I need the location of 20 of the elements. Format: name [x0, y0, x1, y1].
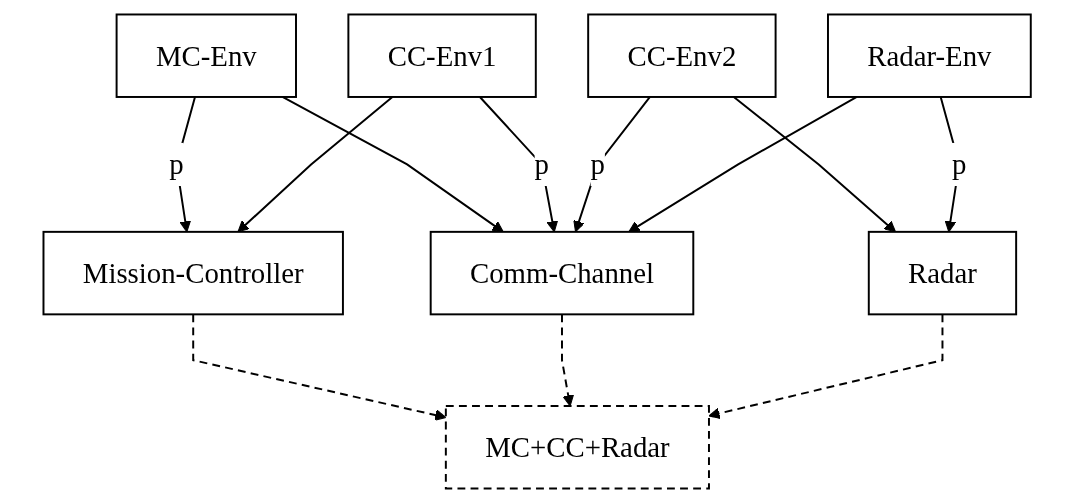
- arrow: [733, 96, 897, 233]
- edge-label: p: [952, 148, 967, 181]
- arrow: [479, 96, 559, 233]
- edge-label: p: [590, 148, 606, 181]
- node-box: Comm-Channel: [430, 230, 695, 316]
- edge-label: p: [534, 148, 550, 181]
- node-box: MC+CC+Radar: [445, 405, 711, 490]
- arrow: [628, 96, 859, 233]
- node-box: Mission-Controller: [42, 230, 345, 316]
- node-box: Radar-Env: [827, 13, 1033, 98]
- arrow: [237, 96, 394, 233]
- arrow: [192, 313, 447, 421]
- node-box: CC-Env1: [347, 13, 538, 98]
- arrow: [281, 96, 505, 233]
- arrow: [573, 96, 652, 233]
- node-box: Radar: [868, 230, 1018, 316]
- node-box: CC-Env2: [587, 13, 777, 98]
- arrow: [561, 313, 575, 407]
- node-box: MC-Env: [116, 13, 298, 98]
- edge-label: p: [169, 148, 185, 181]
